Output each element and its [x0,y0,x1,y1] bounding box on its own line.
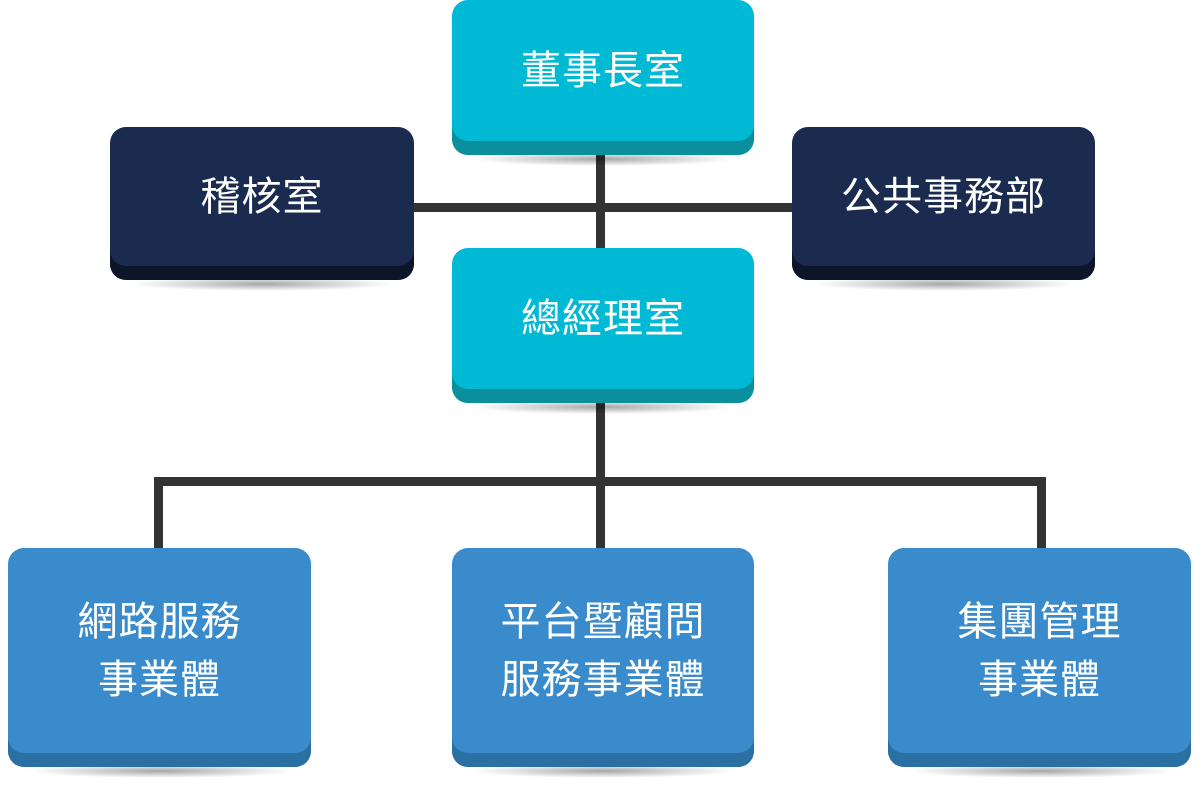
president-office-box[interactable]: 總經理室 [452,248,754,403]
unit-group-management-box[interactable]: 集團管理 事業體 [888,548,1191,767]
connector-unit-right [1037,477,1046,550]
unit-label-line1: 網路服務 [77,598,242,645]
connector-units-horizontal [154,477,1046,486]
shadow [130,277,395,291]
shadow [470,764,735,778]
connector-staff-horizontal [412,203,794,212]
unit-network-services-box[interactable]: 網路服務 事業體 [8,548,311,767]
unit-label-line2: 事業體 [98,656,221,703]
shadow [470,152,735,166]
unit-platform-consulting-box[interactable]: 平台暨顧問 服務事業體 [452,548,754,767]
connector-unit-left [154,477,163,550]
unit-label-line1: 平台暨顧問 [500,598,706,645]
public-affairs-box[interactable]: 公共事務部 [792,127,1095,280]
unit-label-line2: 服務事業體 [500,656,706,703]
chairman-office-label: 董事長室 [521,47,685,94]
shadow [812,277,1077,291]
shadow [908,764,1173,778]
shadow [470,400,735,414]
connector-president-down [596,400,605,550]
unit-label-line1: 集團管理 [957,598,1122,645]
connector-chairman-president [596,150,605,250]
shadow [28,764,293,778]
public-affairs-label: 公共事務部 [841,173,1046,220]
audit-office-label: 稽核室 [200,173,324,220]
audit-office-box[interactable]: 稽核室 [110,127,414,280]
unit-label-line2: 事業體 [978,656,1101,703]
president-office-label: 總經理室 [521,295,685,342]
chairman-office-box[interactable]: 董事長室 [452,0,754,155]
